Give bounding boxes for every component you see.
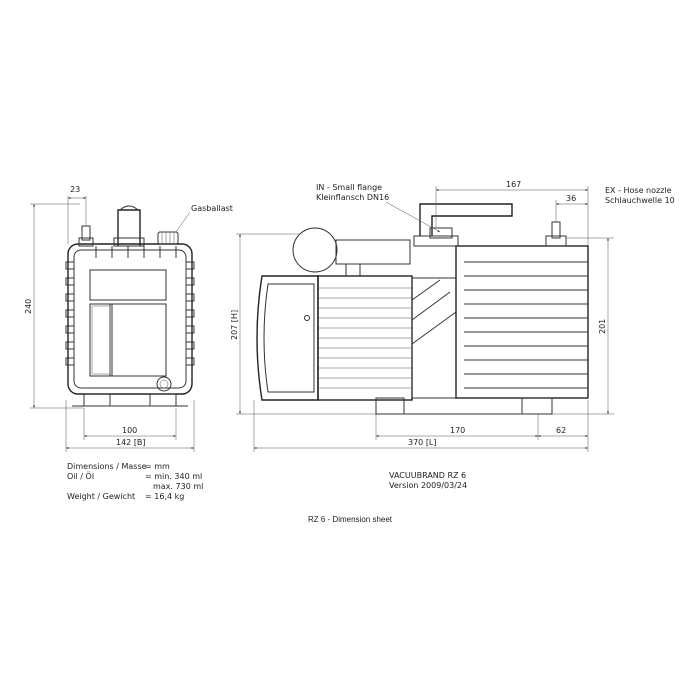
side-dim-nozzle: 36	[566, 194, 576, 203]
side-dim-right-height: 201	[598, 319, 607, 334]
product-name: VACUUBRAND RZ 6	[389, 471, 466, 480]
sheet-caption: RZ 6 - Dimension sheet	[308, 515, 393, 524]
side-view: 167 IN - Small flange Kleinflansch DN16 …	[230, 180, 675, 452]
side-dim-length: 370 [L]	[408, 438, 437, 447]
side-dim-feet-span: 170	[450, 426, 465, 435]
front-view: 23 Gasballast 240 100 142 [B]	[24, 185, 233, 452]
specs-block: Dimensions / Masse = mm Oil / Öl = min. …	[67, 462, 203, 501]
side-dim-feet-right: 62	[556, 426, 566, 435]
front-dim-height: 240	[24, 299, 33, 314]
front-dim-base: 100	[122, 426, 137, 435]
spec-oil-min: = min. 340 ml	[145, 472, 202, 481]
front-dim-top: 23	[70, 185, 80, 194]
spec-dimensions-value: = mm	[145, 462, 170, 471]
spec-weight-value: = 16,4 kg	[145, 492, 184, 501]
front-dim-width: 142 [B]	[116, 438, 146, 447]
gas-ballast-label: Gasballast	[191, 204, 233, 213]
spec-dimensions-label: Dimensions / Masse	[67, 462, 147, 471]
in-label-de: Kleinflansch DN16	[316, 193, 389, 202]
ex-label-de: Schlauchwelle 10	[605, 196, 675, 205]
spec-oil-max: max. 730 ml	[153, 482, 203, 491]
product-block: VACUUBRAND RZ 6 Version 2009/03/24	[389, 471, 467, 490]
ex-label-en: EX - Hose nozzle	[605, 186, 672, 195]
side-dim-height: 207 [H]	[230, 310, 239, 340]
in-label-en: IN - Small flange	[316, 183, 382, 192]
product-version: Version 2009/03/24	[389, 481, 467, 490]
side-dim-top-length: 167	[506, 180, 521, 189]
spec-oil-label: Oil / Öl	[67, 471, 94, 481]
spec-weight-label: Weight / Gewicht	[67, 492, 135, 501]
